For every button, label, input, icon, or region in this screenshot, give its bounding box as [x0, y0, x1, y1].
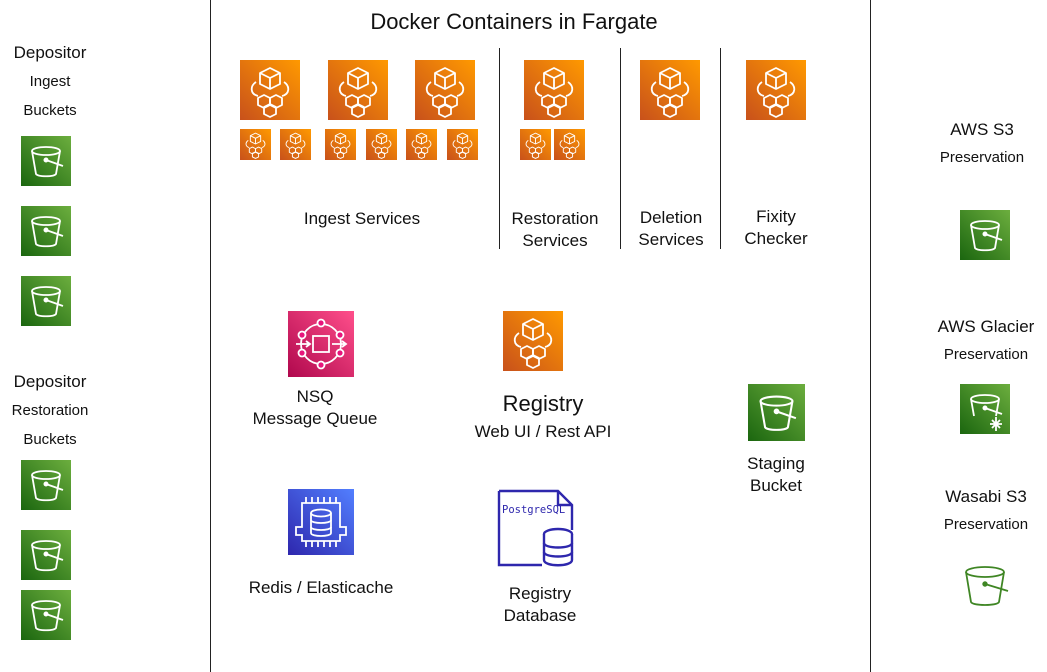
depositor-ingest-label: Depositor Ingest Buckets: [0, 38, 100, 125]
ingest-task-icon-4: [366, 129, 397, 160]
depositor-ingest-line2: Ingest: [29, 73, 71, 90]
aws-glacier-line1: AWS Glacier: [937, 317, 1035, 336]
ingest-task-icon-1: [240, 129, 271, 160]
restoration-services-label: Restoration Services: [500, 208, 610, 252]
redis-elasticache-icon: [288, 489, 354, 555]
wasabi-s3-label: Wasabi S3 Preservation: [926, 486, 1046, 542]
aws-s3-line2: Preservation: [939, 149, 1025, 166]
restoration-task-icon-1: [520, 129, 551, 160]
registry-database-line1: Registry: [508, 584, 572, 603]
postgresql-text: PostgreSQL: [502, 504, 565, 516]
nsq-label-line1: NSQ: [296, 387, 334, 406]
staging-bucket-label: Staging Bucket: [726, 453, 826, 497]
registry-container-icon: [503, 311, 563, 371]
ingest-task-icon-5: [406, 129, 437, 160]
fixity-checker-line1: Fixity: [756, 207, 796, 226]
aws-s3-bucket-icon: [960, 210, 1010, 260]
depositor-ingest-line1: Depositor: [13, 43, 87, 62]
restoration-bucket-icon-2: [21, 530, 71, 580]
depositor-restoration-line1: Depositor: [13, 372, 87, 391]
ingest-container-icon-2: [328, 60, 388, 120]
aws-glacier-icon: [960, 384, 1010, 434]
ingest-container-icon-3: [415, 60, 475, 120]
wasabi-s3-line1: Wasabi S3: [945, 487, 1027, 506]
depositor-ingest-line3: Buckets: [23, 102, 77, 119]
deletion-services-line2: Services: [638, 230, 704, 249]
ingest-bucket-icon-3: [21, 276, 71, 326]
services-divider-3: [720, 48, 721, 249]
registry-database-label: Registry Database: [470, 583, 610, 627]
redis-label: Redis / Elasticache: [248, 578, 394, 597]
staging-bucket-line2: Bucket: [750, 476, 802, 495]
right-divider: [870, 0, 871, 672]
ingest-task-icon-3: [325, 129, 356, 160]
nsq-label: NSQ Message Queue: [235, 386, 395, 430]
ingest-task-icon-6: [447, 129, 478, 160]
ingest-services-label: Ingest Services: [303, 209, 421, 228]
wasabi-s3-line2: Preservation: [943, 516, 1029, 533]
restoration-task-icon-2: [554, 129, 585, 160]
deletion-services-line1: Deletion: [639, 208, 703, 227]
ingest-bucket-icon-2: [21, 206, 71, 256]
restoration-services-line2: Services: [522, 231, 588, 250]
restoration-container-icon: [524, 60, 584, 120]
wasabi-bucket-icon: [960, 560, 1010, 610]
restoration-bucket-icon-3: [21, 590, 71, 640]
left-divider: [210, 0, 211, 672]
ingest-bucket-icon-1: [21, 136, 71, 186]
aws-glacier-line2: Preservation: [943, 346, 1029, 363]
aws-glacier-label: AWS Glacier Preservation: [922, 316, 1047, 372]
ingest-container-icon-1: [240, 60, 300, 120]
restoration-services-line1: Restoration: [511, 209, 599, 228]
fixity-container-icon: [746, 60, 806, 120]
depositor-restoration-line2: Restoration: [11, 402, 89, 419]
ingest-task-icon-2: [280, 129, 311, 160]
nsq-label-line2: Message Queue: [252, 409, 378, 428]
fixity-checker-line2: Checker: [744, 229, 808, 248]
services-divider-2: [620, 48, 621, 249]
deletion-services-label: Deletion Services: [621, 207, 721, 251]
services-divider-1: [499, 48, 500, 249]
deletion-container-icon: [640, 60, 700, 120]
aws-s3-line1: AWS S3: [950, 120, 1014, 139]
staging-bucket-icon: [748, 384, 805, 441]
fixity-checker-label: Fixity Checker: [726, 206, 826, 250]
registry-subtitle: Web UI / Rest API: [474, 422, 612, 441]
nsq-queue-icon: [288, 311, 354, 377]
registry-database-line2: Database: [503, 606, 577, 625]
postgresql-database-icon: PostgreSQL: [496, 488, 578, 568]
registry-title: Registry: [502, 391, 584, 416]
staging-bucket-line1: Staging: [747, 454, 805, 473]
aws-s3-label: AWS S3 Preservation: [922, 119, 1042, 175]
depositor-restoration-line3: Buckets: [23, 431, 77, 448]
restoration-bucket-icon-1: [21, 460, 71, 510]
depositor-restoration-label: Depositor Restoration Buckets: [0, 367, 100, 454]
diagram-title: Docker Containers in Fargate: [370, 9, 658, 34]
